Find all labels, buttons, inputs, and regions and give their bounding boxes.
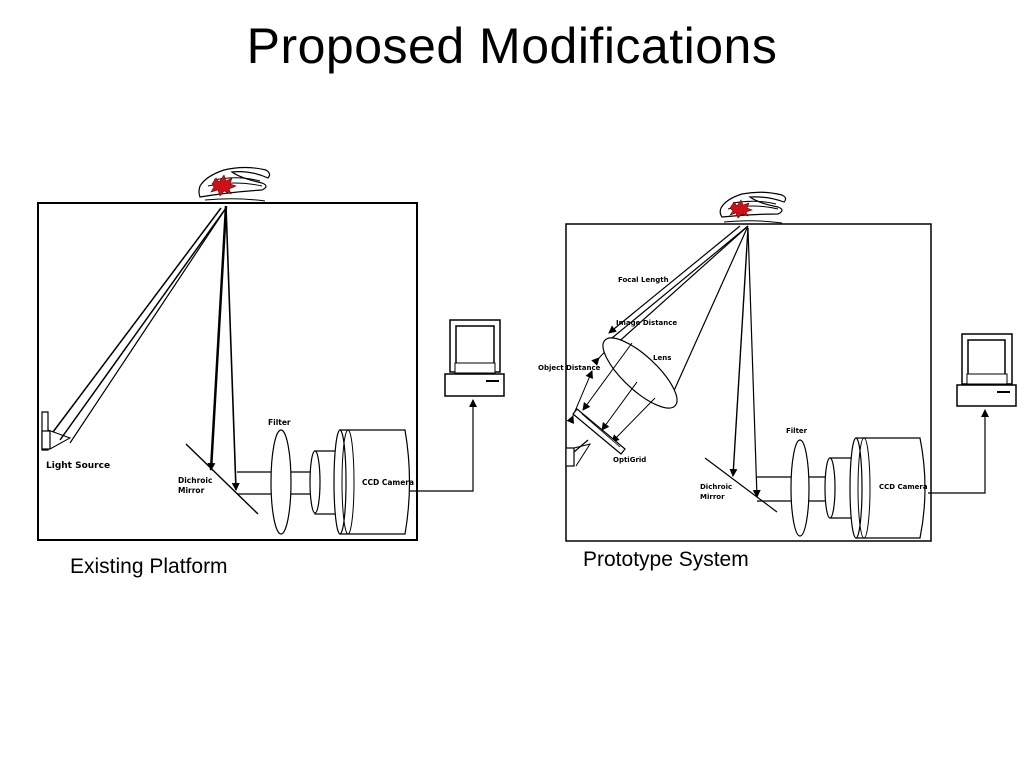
filter-label: Filter	[268, 418, 291, 427]
existing-platform-diagram: Light Source Dichroic Mirror Filter CCD …	[37, 166, 505, 541]
dichroic-label-2: Mirror	[700, 493, 725, 501]
dichroic-label-2: Mirror	[178, 486, 205, 495]
filter-lens	[790, 439, 810, 537]
computer-icon	[956, 333, 1017, 407]
ccd-camera-icon	[824, 437, 926, 539]
dichroic-mirror	[185, 443, 259, 515]
finger-spot-icon	[729, 199, 753, 219]
prototype-system-diagram: Focal Length Image Distance Object Dista…	[538, 191, 1017, 542]
focusing-lens	[602, 337, 678, 409]
dichroic-mirror	[704, 457, 778, 513]
computer-icon	[444, 319, 505, 397]
optigrid-label: OptiGrid	[613, 456, 646, 464]
lens-label: Lens	[653, 354, 671, 362]
platform-enclosure	[37, 202, 418, 541]
light-source-label: Light Source	[46, 461, 110, 471]
focal-length-label: Focal Length	[618, 276, 669, 284]
ccd-camera-icon	[309, 429, 411, 535]
optigrid-icon	[572, 408, 626, 455]
light-source-icon	[41, 411, 72, 451]
dichroic-label-1: Dichroic	[700, 483, 732, 491]
existing-platform-caption: Existing Platform	[70, 555, 228, 578]
ccd-camera-label: CCD Camera	[362, 478, 414, 487]
light-source-icon	[565, 443, 592, 467]
ccd-camera-label: CCD Camera	[879, 483, 928, 491]
prototype-enclosure	[565, 223, 932, 542]
prototype-system-caption: Prototype System	[583, 548, 749, 571]
filter-label: Filter	[786, 427, 808, 435]
filter-lens	[270, 429, 292, 535]
slide-title: Proposed Modifications	[246, 18, 778, 74]
dichroic-label-1: Dichroic	[178, 476, 212, 485]
finger-spot-icon	[210, 174, 237, 197]
finger-icon	[719, 191, 787, 224]
finger-icon	[198, 166, 271, 202]
image-distance-label: Image Distance	[616, 319, 677, 327]
object-distance-label: Object Distance	[538, 364, 601, 372]
